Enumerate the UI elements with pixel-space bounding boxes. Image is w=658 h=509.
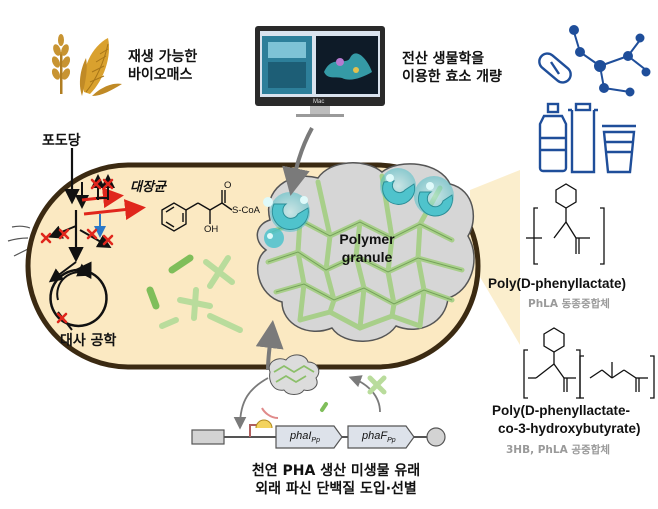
gene-phaI-label: phaIPp <box>290 430 320 444</box>
computational-label-line1: 전산 생물학을 <box>402 51 485 67</box>
rbs-shape <box>255 419 273 429</box>
gene-phaF-label: phaFPp <box>362 430 396 444</box>
gene-phaF-subscript: Pp <box>387 437 396 445</box>
polymer-granule-label-line2: granule <box>341 249 393 265</box>
computational-label-line2: 이용한 효소 개량 <box>402 69 502 85</box>
biomass-label-line1: 재생 가능한 <box>128 49 198 65</box>
arrow-enzyme-design <box>282 127 314 196</box>
phasin-small <box>320 402 328 412</box>
polymer-granule-label-line1: Polymer <box>339 231 395 247</box>
enzyme-right <box>380 168 416 205</box>
gene-phaI-subscript: Pp <box>311 437 320 445</box>
container-icon <box>568 102 598 174</box>
polymer1-structure <box>526 183 605 265</box>
cup-icon <box>602 124 636 174</box>
gene-phaI-text: phaI <box>290 430 312 442</box>
monitor-brand: Mac <box>313 99 325 105</box>
substrate-scoa-label: S-CoA <box>232 205 260 216</box>
enzyme-right2 <box>414 176 454 217</box>
bottle-icon <box>538 102 568 173</box>
substrate-oh-label: OH <box>204 224 219 235</box>
polymer1-note: PhLA 동종중합체 <box>528 298 610 310</box>
enzyme-left2 <box>264 228 284 248</box>
phasin-cross-icon <box>367 375 387 395</box>
ecoli-label: 대장균 <box>130 180 166 195</box>
gene-knockouts <box>40 178 114 324</box>
polymer2-name-line1: Poly(D-phenyllactate- <box>492 403 631 418</box>
gene-construct <box>191 419 446 449</box>
glucose-label: 포도당 <box>42 133 81 149</box>
metabolic-label: 대사 공학 <box>60 333 117 349</box>
gene-box-left <box>191 429 225 445</box>
corn-icon <box>79 38 122 96</box>
computer-monitor <box>255 26 385 117</box>
capsule-icon <box>538 52 572 84</box>
polymer1-name: Poly(D-phenyllactate) <box>488 276 627 291</box>
arrow-cycle-left <box>233 377 269 430</box>
polymer2-structure <box>523 327 655 399</box>
gene-phaF-text: phaF <box>362 430 388 442</box>
enzyme-left <box>263 192 310 232</box>
polymer2-name-line2: co-3-hydroxybutyrate) <box>498 421 641 436</box>
gene-phaI <box>275 425 343 449</box>
polymer-granule-label: Polymer granule <box>334 230 400 266</box>
free-phasins <box>146 254 243 333</box>
bottom-label-line1: 천연 PHA 생산 미생물 유래 <box>251 463 421 479</box>
bottom-label-line2: 외래 파신 단백질 도입·선별 <box>255 481 417 497</box>
arrow-phasin-introduction <box>255 320 284 371</box>
polymer2-note: 3HB, PhLA 공중합체 <box>506 444 611 456</box>
molecule-network-icon <box>569 25 651 97</box>
substrate-o-label: O <box>224 180 232 191</box>
projection-wedge <box>470 170 520 345</box>
biomass-label: 재생 가능한 바이오매스 <box>128 48 197 84</box>
terminator-circle <box>426 427 446 447</box>
biomass-label-line2: 바이오매스 <box>128 67 193 83</box>
bottom-label: 천연 PHA 생산 미생물 유래 외래 파신 단백질 도입·선별 <box>226 462 446 498</box>
computational-label: 전산 생물학을 이용한 효소 개량 <box>402 50 502 86</box>
small-granule <box>268 354 320 395</box>
wheat-icon <box>51 34 71 94</box>
gene-phaF <box>347 425 415 449</box>
phenyllactyl-coa <box>161 190 233 232</box>
